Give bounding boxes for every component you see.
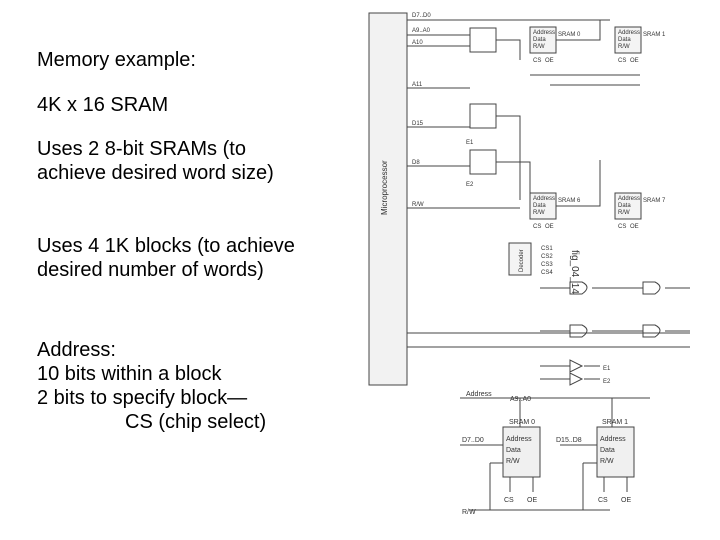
decoder-output: CS3 [541, 262, 553, 268]
sram-title: SRAM 0 [558, 32, 581, 38]
buffer-c [469, 149, 497, 175]
chip-pin-label: OE [545, 224, 554, 230]
sram-title: SRAM 1 [643, 32, 666, 38]
address-select-bits: 2 bits to specify block— [37, 387, 248, 409]
sram-title: SRAM 7 [643, 198, 666, 204]
figure-caption: fig_04_14 [569, 250, 580, 294]
inset-data-bus-high: D15..D8 [556, 437, 582, 444]
microprocessor-block [368, 12, 408, 386]
sram-field: R/W [618, 44, 630, 50]
chip-pin-label: OE [545, 58, 554, 64]
cpu-pin-label: R/W [412, 202, 424, 208]
inset-pin: CS [504, 497, 514, 504]
chip-pin-label: CS [618, 224, 626, 230]
cpu-pin-label: D8 [412, 160, 420, 166]
chip-pin-label: OE [630, 58, 639, 64]
inset-pin: OE [527, 497, 537, 504]
and-gate-1 [569, 281, 588, 295]
chip-pin-label: CS [533, 58, 541, 64]
sram-field: Address [533, 196, 555, 202]
inset-sram-1-title: SRAM 1 [602, 419, 628, 426]
sram-field: R/W [618, 210, 630, 216]
sram-field: Address [533, 30, 555, 36]
sram-7-block [614, 192, 642, 220]
inset-field: Data [600, 447, 615, 454]
inset-pin: OE [621, 497, 631, 504]
address-point: Address: 10 bits within a block 2 bits t… [37, 338, 327, 434]
gate-label: E1 [466, 140, 474, 146]
address-block-bits: 10 bits within a block [37, 363, 222, 385]
cpu-pin-label: A9..A0 [412, 28, 431, 34]
word-size-point: Uses 2 8-bit SRAMs (to achieve desired w… [37, 138, 274, 184]
inset-rw-label: R/W [462, 509, 476, 516]
sram-field: Data [533, 203, 546, 209]
inverter-1 [569, 359, 584, 373]
inset-sram-1 [596, 426, 635, 478]
inset-sram-0 [502, 426, 541, 478]
sram-field: Address [618, 30, 640, 36]
buffer-b [469, 103, 497, 129]
address-heading: Address: [37, 339, 116, 361]
decoder-output: CS4 [541, 270, 553, 276]
cpu-pin-label: D7..D0 [412, 13, 431, 19]
memory-spec: 4K x 16 SRAM [37, 94, 169, 116]
inset-field: R/W [600, 458, 614, 465]
gate-label: E2 [603, 379, 611, 385]
inset-pin: CS [598, 497, 608, 504]
gate-label: E1 [603, 366, 611, 372]
inset-field: Data [506, 447, 521, 454]
address-chip-select: CS (chip select) [125, 411, 267, 433]
microprocessor-label: Microprocessor [380, 160, 389, 215]
inset-sram-0-title: SRAM 0 [509, 419, 535, 426]
decoder-output: CS1 [541, 246, 553, 252]
sram-1-block [614, 26, 642, 54]
sram-field: Data [618, 37, 631, 43]
buffer-a [469, 27, 497, 53]
inset-address-bus: A9..A0 [510, 396, 531, 403]
decoder-label: Decoder [519, 249, 525, 272]
inverter-2 [569, 372, 584, 386]
and-gate-2 [642, 281, 661, 295]
chip-pin-label: OE [630, 224, 639, 230]
inset-field: Address [600, 436, 626, 443]
slide-title: Memory example: [37, 49, 196, 71]
inset-address-label: Address [466, 391, 492, 398]
sram-field: Data [618, 203, 631, 209]
inset-field: R/W [506, 458, 520, 465]
inset-field: Address [506, 436, 532, 443]
word-count-point: Uses 4 1K blocks (to achieve desired num… [37, 235, 295, 281]
cpu-pin-label: D15 [412, 121, 424, 127]
sram-field: R/W [533, 44, 545, 50]
decoder-block [508, 242, 532, 276]
chip-pin-label: CS [533, 224, 541, 230]
chip-pin-label: CS [618, 58, 626, 64]
sram-field: R/W [533, 210, 545, 216]
and-gate-3 [569, 324, 588, 338]
sram-field: Data [533, 37, 546, 43]
and-gate-4 [642, 324, 661, 338]
cpu-pin-label: A10 [412, 40, 423, 46]
inset-data-bus-low: D7..D0 [462, 437, 484, 444]
sram-title: SRAM 6 [558, 198, 581, 204]
cpu-pin-label: A11 [412, 82, 423, 88]
decoder-output: CS2 [541, 254, 553, 260]
sram-field: Address [618, 196, 640, 202]
gate-label: E2 [466, 182, 474, 188]
